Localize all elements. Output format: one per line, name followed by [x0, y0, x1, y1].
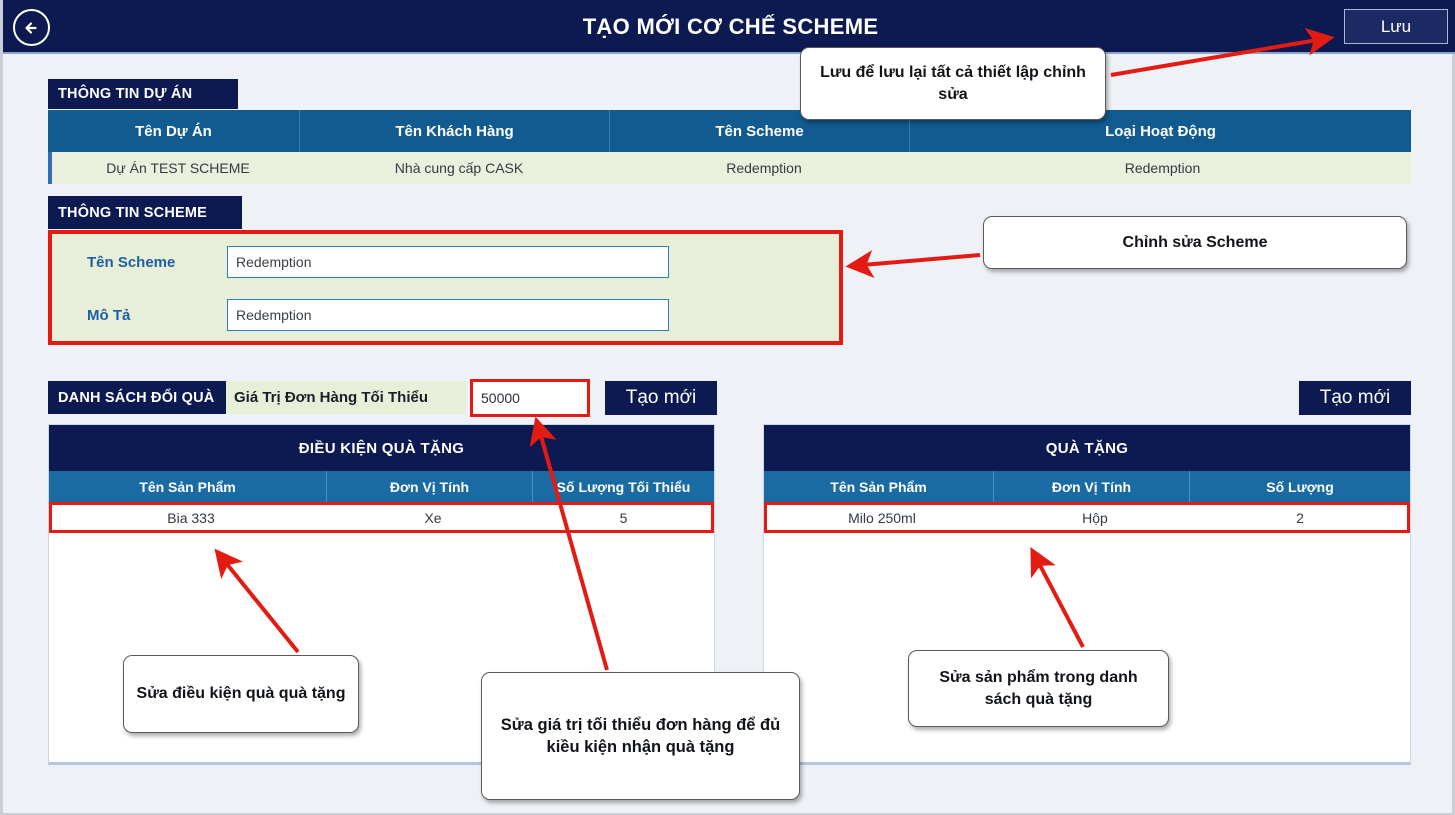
section-label-scheme-info: THÔNG TIN SCHEME: [48, 196, 242, 229]
condition-table-row[interactable]: Bia 333 Xe 5: [49, 502, 714, 533]
callout-condition-edit: Sửa điều kiện quà quà tặng: [123, 655, 359, 733]
arrow-to-scheme-panel: [845, 250, 981, 279]
cell-cond-unit: Xe: [424, 509, 442, 526]
scheme-name-input[interactable]: [227, 246, 669, 278]
column-header-cond-product: Tên Sản Phẩm: [49, 471, 327, 502]
project-info-table-header: Tên Dự Án Tên Khách Hàng Tên Scheme Loại…: [48, 110, 1411, 152]
column-header-gift-unit: Đơn Vị Tính: [994, 471, 1190, 502]
gift-table-title: QUÀ TẶNG: [764, 425, 1410, 471]
create-condition-button[interactable]: Tạo mới: [605, 381, 717, 415]
callout-min-value-edit: Sửa giá trị tối thiểu đơn hàng để đủ kiề…: [481, 672, 800, 800]
scheme-name-field-row: Tên Scheme: [52, 246, 669, 278]
min-order-value-input[interactable]: [473, 382, 587, 414]
top-header-bar: TẠO MỚI CƠ CHẾ SCHEME Lưu: [3, 0, 1455, 54]
scheme-desc-field-row: Mô Tả: [52, 299, 669, 331]
condition-table-header: Tên Sản Phẩm Đơn Vị Tính Số Lượng Tối Th…: [49, 471, 714, 502]
cell-scheme-name: Redemption: [726, 160, 802, 176]
scheme-name-label: Tên Scheme: [87, 253, 176, 271]
cell-gift-qty: 2: [1296, 509, 1304, 526]
cell-gift-product: Milo 250ml: [848, 509, 916, 526]
cell-cond-product: Bia 333: [167, 509, 215, 526]
section-label-project-info: THÔNG TIN DỰ ÁN: [48, 79, 238, 109]
cell-project-name: Dự Án TEST SCHEME: [106, 160, 250, 176]
cell-customer-name: Nhà cung cấp CASK: [394, 160, 524, 176]
column-header-gift-product: Tên Sản Phẩm: [764, 471, 994, 502]
gift-table-header: Tên Sản Phẩm Đơn Vị Tính Số Lượng: [764, 471, 1410, 502]
cell-activity-type: Redemption: [1124, 160, 1201, 176]
min-order-value-label: Giá Trị Đơn Hàng Tối Thiểu: [226, 381, 466, 414]
back-button[interactable]: [13, 9, 50, 46]
save-button[interactable]: Lưu: [1344, 9, 1448, 44]
column-header-scheme-name: Tên Scheme: [610, 110, 910, 152]
cell-gift-unit: Hộp: [1082, 509, 1108, 526]
column-header-activity-type: Loại Hoạt Động: [1105, 122, 1216, 140]
column-header-cond-unit: Đơn Vị Tính: [327, 471, 533, 502]
create-gift-button[interactable]: Tạo mới: [1299, 381, 1411, 415]
page-title: TẠO MỚI CƠ CHẾ SCHEME: [582, 14, 879, 39]
scheme-desc-label: Mô Tả: [87, 306, 131, 324]
column-header-customer-name: Tên Khách Hàng: [300, 110, 610, 152]
column-header-cond-min-qty: Số Lượng Tối Thiểu: [556, 478, 691, 495]
condition-table-title: ĐIỀU KIỆN QUÀ TẶNG: [49, 425, 714, 471]
column-header-gift-qty: Số Lượng: [1266, 478, 1334, 495]
scheme-desc-input[interactable]: [227, 299, 669, 331]
gift-table-row[interactable]: Milo 250ml Hộp 2: [764, 502, 1410, 533]
cell-cond-min-qty: 5: [619, 509, 628, 526]
section-label-gift-list: DANH SÁCH ĐỔI QUÀ: [48, 381, 226, 414]
callout-gift-edit: Sửa sản phẩm trong danh sách quà tặng: [908, 650, 1169, 727]
scheme-info-panel: Tên Scheme Mô Tả: [48, 230, 843, 345]
min-order-value-input-wrapper: [470, 379, 590, 417]
arrow-left-icon: [22, 18, 42, 38]
callout-save: Lưu để lưu lại tất cả thiết lập chỉnh sử…: [800, 47, 1106, 120]
column-header-project-name: Tên Dự Án: [48, 110, 300, 152]
callout-scheme-edit: Chỉnh sửa Scheme: [983, 216, 1407, 269]
project-info-table-row[interactable]: Dự Án TEST SCHEME Nhà cung cấp CASK Rede…: [48, 152, 1411, 184]
